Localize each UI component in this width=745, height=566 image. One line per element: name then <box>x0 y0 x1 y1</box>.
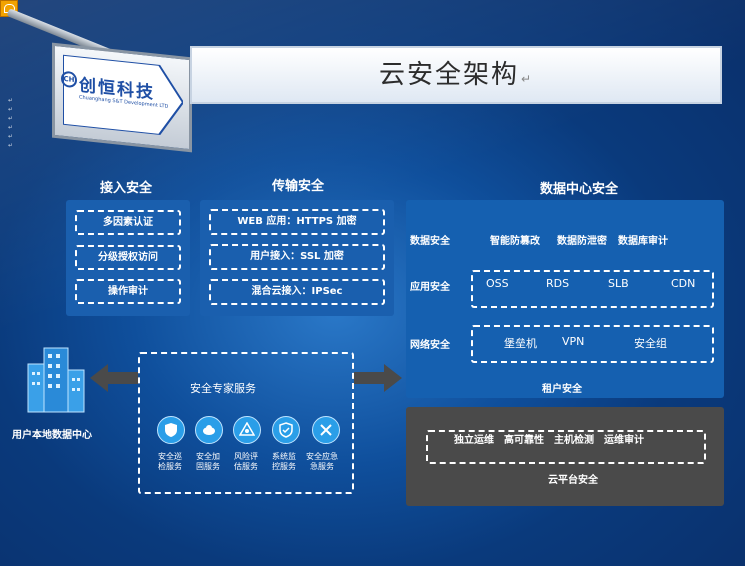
cloud-item-reliability: 高可靠性 <box>504 435 544 446</box>
cloud-platform-panel: 独立运维 高可靠性 主机检测 运维审计 云平台安全 <box>406 407 724 506</box>
service-risk-label: 风险评估服务 <box>234 452 258 471</box>
access-security-heading: 接入安全 <box>100 181 153 196</box>
cloud-platform-label: 云平台安全 <box>548 475 598 486</box>
network-item-secgroup: 安全组 <box>634 337 667 350</box>
paragraph-marks: ↵↵↵↵↵↵ <box>8 97 14 149</box>
service-inspection-label: 安全巡检服务 <box>158 452 182 471</box>
sign-arrow-shape <box>63 54 183 136</box>
service-hardening-label: 安全加固服务 <box>196 452 220 471</box>
arrow-left-icon <box>90 364 138 392</box>
transport-security-panel: WEB 应用：HTTPS 加密 用户接入：SSL 加密 混合云接入：IPSec <box>200 200 394 316</box>
app-security-box <box>471 270 714 308</box>
network-item-vpn: VPN <box>562 335 585 348</box>
title-bar: 云安全架构 <box>190 46 722 104</box>
access-item-mfa: 多因素认证 <box>75 210 181 235</box>
datacenter-security-panel: 数据安全 智能防篡改 数据防泄密 数据库审计 应用安全 OSS RDS SLB … <box>406 200 724 398</box>
shield-icon <box>157 416 185 444</box>
cloud-platform-box <box>426 430 706 464</box>
network-security-label: 网络安全 <box>410 340 450 351</box>
monitor-shield-icon <box>272 416 300 444</box>
data-security-label: 数据安全 <box>410 236 450 247</box>
wrench-icon <box>312 416 340 444</box>
expert-services-box <box>138 352 354 494</box>
data-item-tamper: 智能防篡改 <box>490 236 540 247</box>
datacenter-security-heading: 数据中心安全 <box>540 182 619 197</box>
app-item-slb: SLB <box>608 277 629 290</box>
app-item-rds: RDS <box>546 277 570 290</box>
data-item-dbaudit: 数据库审计 <box>618 236 668 247</box>
access-item-authorization: 分级授权访问 <box>75 245 181 270</box>
transport-item-https: WEB 应用：HTTPS 加密 <box>209 209 385 235</box>
cloud-tool-icon <box>195 416 223 444</box>
building-icon <box>27 347 85 413</box>
service-monitor-label: 系统监控服务 <box>272 452 296 471</box>
network-security-box <box>471 325 714 363</box>
app-item-cdn: CDN <box>671 277 696 290</box>
network-icon <box>233 416 261 444</box>
expert-services-heading: 安全专家服务 <box>190 382 256 395</box>
arrow-right-icon <box>354 364 402 392</box>
data-item-leak: 数据防泄密 <box>557 236 607 247</box>
transport-item-ipsec: 混合云接入：IPSec <box>209 279 385 305</box>
app-security-label: 应用安全 <box>410 282 450 293</box>
transport-item-ssl: 用户接入：SSL 加密 <box>209 244 385 270</box>
local-datacenter-label: 用户本地数据中心 <box>12 430 92 441</box>
cloud-item-hostcheck: 主机检测 <box>554 435 594 446</box>
cloud-item-opsaudit: 运维审计 <box>604 435 644 446</box>
access-item-audit: 操作审计 <box>75 279 181 304</box>
service-emergency-label: 安全应急急服务 <box>306 452 338 471</box>
tenant-security-label: 租户安全 <box>542 384 582 395</box>
transport-security-heading: 传输安全 <box>272 179 325 194</box>
network-item-bastion: 堡垒机 <box>504 337 537 350</box>
company-sign: CH 创恒科技 Chuanghang S&T Development LTD <box>52 42 192 153</box>
app-item-oss: OSS <box>486 277 509 290</box>
access-security-panel: 多因素认证 分级授权访问 操作审计 <box>66 200 190 316</box>
page-title: 云安全架构 <box>192 48 720 102</box>
cloud-item-ops: 独立运维 <box>454 435 494 446</box>
